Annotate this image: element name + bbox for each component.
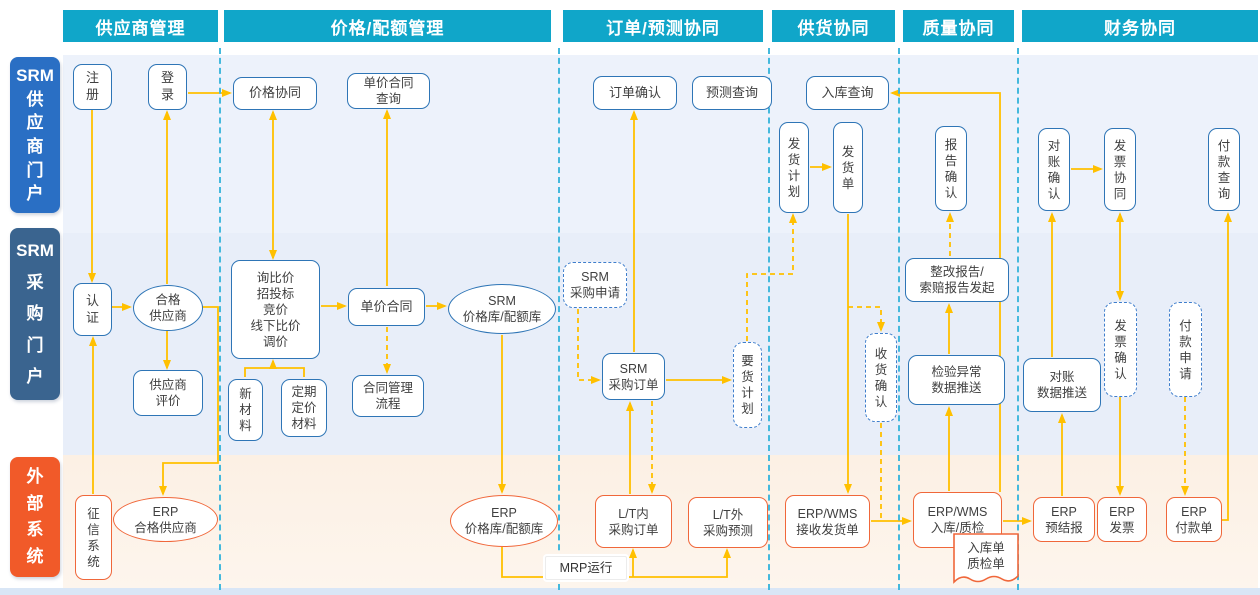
login-node: 登录 bbox=[148, 64, 187, 110]
column-header-order-forecast-collaboration: 订单/预测协同 bbox=[563, 10, 763, 42]
lt-in-purchase-order-node: L/T内采购订单 bbox=[595, 495, 672, 548]
register-node: 注册 bbox=[73, 64, 112, 110]
report-confirm-node: 报告确认 bbox=[935, 126, 967, 211]
column-header-supplier-management: 供应商管理 bbox=[63, 10, 218, 42]
new-material-node: 新材料 bbox=[228, 379, 263, 441]
column-header-quality-collaboration: 质量协同 bbox=[903, 10, 1014, 42]
bottom-edge-strip bbox=[0, 588, 1260, 595]
inbound-qc-doc-node: 入库单质检单 bbox=[953, 533, 1019, 589]
document-shape bbox=[953, 533, 1019, 584]
certification-node: 认证 bbox=[73, 283, 112, 336]
reconcile-data-push-node: 对账数据推送 bbox=[1023, 358, 1101, 412]
payment-request-node: 付款申请 bbox=[1169, 302, 1202, 397]
column-divider bbox=[1017, 48, 1019, 590]
unit-price-contract-node: 单价合同 bbox=[348, 288, 425, 326]
inspection-exception-push-node: 检验异常数据推送 bbox=[908, 355, 1005, 405]
delivery-plan-node: 发货计划 bbox=[779, 122, 809, 213]
delivery-note-node: 发货单 bbox=[833, 122, 863, 213]
qualified-supplier-node: 合格供应商 bbox=[133, 285, 203, 331]
rectification-claim-report-node: 整改报告/索赔报告发起 bbox=[905, 258, 1009, 302]
column-header-price-quota-management: 价格/配额管理 bbox=[224, 10, 551, 42]
lane-label-external-systems: 外部系统 bbox=[10, 457, 60, 577]
credit-system-node: 征信系统 bbox=[75, 495, 112, 580]
column-divider bbox=[768, 48, 770, 590]
payment-query-node: 付款查询 bbox=[1208, 128, 1240, 211]
column-divider bbox=[219, 48, 221, 590]
column-header-finance-collaboration: 财务协同 bbox=[1022, 10, 1258, 42]
price-collaboration-node: 价格协同 bbox=[233, 77, 317, 110]
periodic-pricing-material-node: 定期定价材料 bbox=[281, 379, 327, 437]
column-divider bbox=[558, 48, 560, 590]
lt-out-purchase-forecast-node: L/T外采购预测 bbox=[688, 497, 768, 548]
column-header-supply-collaboration: 供货协同 bbox=[772, 10, 895, 42]
contract-mgmt-process-node: 合同管理流程 bbox=[352, 375, 424, 417]
forecast-query-node: 预测查询 bbox=[692, 76, 772, 110]
material-call-plan-node: 要货计划 bbox=[733, 342, 762, 428]
receipt-confirm-node: 收货确认 bbox=[865, 333, 897, 422]
sourcing-methods-node: 询比价招投标竞价线下比价调价 bbox=[231, 260, 320, 359]
invoice-collaboration-node: 发票协同 bbox=[1104, 128, 1136, 211]
column-divider bbox=[898, 48, 900, 590]
reconcile-confirm-node: 对账确认 bbox=[1038, 128, 1070, 211]
supplier-evaluation-node: 供应商评价 bbox=[133, 370, 203, 416]
order-confirm-node: 订单确认 bbox=[593, 76, 677, 110]
inbound-query-node: 入库查询 bbox=[806, 76, 889, 110]
mrp-run-node: MRP运行 bbox=[545, 556, 627, 580]
unit-price-contract-query-node: 单价合同查询 bbox=[347, 73, 430, 109]
invoice-confirm-node: 发票确认 bbox=[1104, 302, 1137, 397]
